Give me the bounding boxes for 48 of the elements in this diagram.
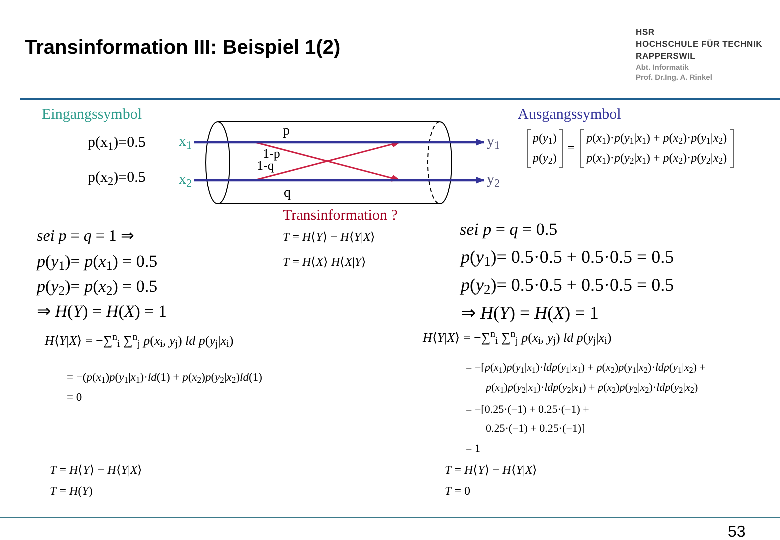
- formula-line: T = H⟨Y⟩ − H⟨Y|X⟩: [445, 463, 538, 478]
- page-number: 53: [728, 523, 746, 540]
- edge-label: 1-q: [257, 158, 274, 174]
- formula-line: 0.25·(−1) + 0.25·(−1)]: [486, 423, 586, 437]
- formula-line: p(y$_{2}$)= p(x$_{2}$) = 0.5: [37, 276, 158, 298]
- school-name: HOCHSCHULE FÜR TECHNIK: [636, 39, 763, 50]
- matrix-entry: p(x$_{1}$)·p(y$_{2}$|x$_{1}$) + p(x$_{2}$)·p(y$_{2}$|x$_{2}$): [586, 151, 728, 166]
- formula-line: p(x$_{1}$)p(y$_{2}$|x$_{1}$)·ldp(y$_{2}$|x$_{1}$) + p(x$_{2}$)p(y$_{2}$|x$_{2}$)·ldp(y$_{2}$|x$_{2}$): [486, 382, 698, 396]
- probability-label: p(x$_{1}$)=0.5: [88, 134, 146, 153]
- formula-line: ⇒ H(Y) = H(X) = 1: [37, 301, 168, 322]
- formula-line: H⟨Y|X⟩ = −∑$^{n}$$_{i}$ ∑$^{n}$$_{j}$ p(x$_{i}$, y$_{j}$) ld p(y$_{j}$|x$_{i}$): [423, 330, 612, 346]
- school-name: RAPPERSWIL: [636, 51, 696, 62]
- formula-line: T = H⟨X⟩ H⟨X|Y⟩: [283, 255, 367, 270]
- edge-label: q: [284, 185, 291, 202]
- formula-line: sei p = q = 1 ⇒: [37, 227, 134, 247]
- edge-label: p: [283, 123, 290, 140]
- question-label: Transinformation ?: [283, 207, 398, 226]
- output-symbol: y$_{2}$: [487, 171, 500, 190]
- formula-line: sei p = q = 0.5: [460, 219, 558, 240]
- matrix-entry: p(x$_{1}$)·p(y$_{1}$|x$_{1}$) + p(x$_{2}$)·p(y$_{1}$|x$_{2}$): [586, 131, 728, 146]
- probability-label: p(x$_{2}$)=0.5: [88, 169, 146, 188]
- formula-line: T = H⟨Y⟩ − H⟨Y|X⟩: [283, 230, 376, 245]
- section-label: Eingangssymbol: [42, 106, 142, 125]
- formula-line: T = H(Y): [50, 484, 93, 499]
- formula-line: T = H⟨Y⟩ − H⟨Y|X⟩: [50, 463, 143, 478]
- formula-line: = 1: [466, 443, 480, 457]
- formula-line: = 0: [67, 391, 82, 406]
- formula-line: = −[p(x$_{1}$)p(y$_{1}$|x$_{1}$)·ldp(y$_{1}$|x$_{1}$) + p(x$_{2}$)p(y$_{1}$|x$_{2}$)·ldp(y$_{1}$|x$_{2}$) +: [466, 362, 706, 376]
- formula-line: p(y$_{1}$)= p(x$_{1}$) = 0.5: [37, 251, 158, 272]
- formula-line: H⟨Y|X⟩ = −∑$^{n}$$_{i}$ ∑$^{n}$$_{j}$ p(x$_{i}$, y$_{j}$) ld p(y$_{j}$|x$_{i}$): [45, 333, 234, 350]
- arrow: [194, 176, 485, 184]
- equals-sign: =: [568, 141, 575, 156]
- arrow: [194, 138, 485, 146]
- school-name: HSR: [636, 27, 655, 38]
- formula-line: = −[0.25·(−1) + 0.25·(−1) +: [466, 404, 590, 418]
- slide-title: Transinformation III: Beispiel 1(2): [25, 36, 341, 61]
- matrix-entry: p(y$_{1}$): [533, 131, 557, 146]
- formula-line: ⇒ H(Y) = H(X) = 1: [461, 302, 599, 324]
- input-symbol: x$_{2}$: [179, 171, 192, 190]
- matrix-entry: p(y$_{2}$): [533, 151, 557, 166]
- edge-label: 1-p: [263, 146, 280, 161]
- formula-line: T = 0: [445, 484, 470, 499]
- formula-line: p(y$_{1}$)= 0.5·0.5 + 0.5·0.5 = 0.5: [461, 246, 674, 268]
- input-symbol: x$_{1}$: [179, 133, 192, 152]
- output-symbol: y$_{1}$: [487, 133, 500, 152]
- formula-line: = −(p(x$_{1}$)p(y$_{1}$|x$_{1}$)·ld(1) + p(x$_{2}$)p(y$_{2}$|x$_{2}$)ld(1): [67, 371, 262, 386]
- formula-line: p(y$_{2}$)= 0.5·0.5 + 0.5·0.5 = 0.5: [461, 274, 674, 296]
- section-label: Ausgangssymbol: [518, 106, 622, 125]
